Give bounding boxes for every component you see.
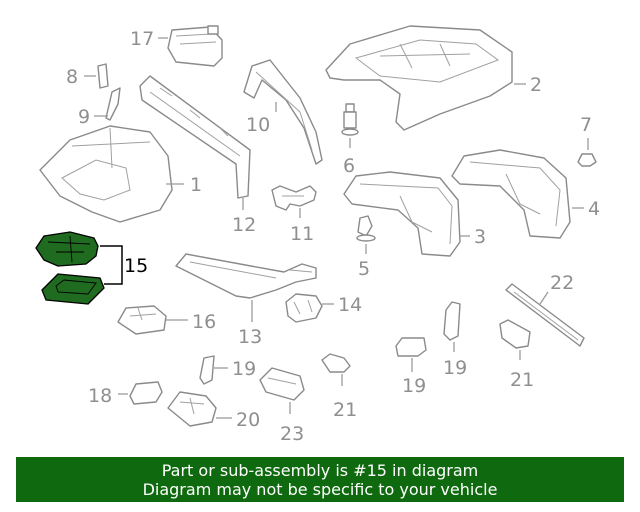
part-7[interactable] [577,153,597,167]
callout-9[interactable]: 9 [78,106,90,128]
part-19-right[interactable] [443,301,461,341]
part-13[interactable] [175,253,317,299]
callout-11[interactable]: 11 [290,223,314,245]
banner-line-1: Part or sub-assembly is #15 in diagram [161,461,479,480]
part-11[interactable] [271,185,317,211]
callout-16[interactable]: 16 [192,311,216,333]
part-17[interactable] [167,25,223,67]
callout-22[interactable]: 22 [550,272,574,294]
callout-6[interactable]: 6 [343,155,355,177]
callout-13[interactable]: 13 [238,326,262,348]
callout-12[interactable]: 12 [232,214,256,236]
callout-4[interactable]: 4 [588,198,600,220]
callout-18[interactable]: 18 [88,385,112,407]
part-9[interactable] [105,87,121,121]
leader-15 [100,245,123,285]
leader-22 [539,291,549,305]
part-15-lower[interactable] [41,273,105,305]
part-20[interactable] [167,391,217,427]
part-19-lamp[interactable] [395,337,427,357]
callout-14[interactable]: 14 [338,294,362,316]
part-6[interactable] [341,103,359,136]
callout-1[interactable]: 1 [190,174,202,196]
callout-2[interactable]: 2 [530,74,542,96]
part-4[interactable] [451,149,571,239]
part-1[interactable] [39,125,173,223]
info-banner: Part or sub-assembly is #15 in diagram D… [16,457,624,502]
callout-21-middle[interactable]: 21 [333,399,357,421]
part-10[interactable] [243,59,323,165]
part-22[interactable] [505,283,585,347]
callout-23[interactable]: 23 [280,423,304,445]
banner-line-2: Diagram may not be specific to your vehi… [142,480,498,499]
part-19-left[interactable] [199,355,215,385]
part-8[interactable] [97,63,109,89]
callout-3[interactable]: 3 [474,226,486,248]
part-18[interactable] [129,381,163,405]
part-21-right[interactable] [499,319,531,349]
callout-19-lamp[interactable]: 19 [402,375,426,397]
part-23[interactable] [259,367,305,401]
part-14[interactable] [285,293,323,323]
callout-20[interactable]: 20 [236,409,260,431]
exploded-parts-diagram: 17 8 9 1 12 10 2 6 [35,25,600,445]
part-12[interactable] [139,75,251,199]
callout-17[interactable]: 17 [130,28,154,50]
part-3[interactable] [343,171,461,257]
callout-7[interactable]: 7 [580,114,592,136]
part-16[interactable] [117,305,167,335]
callout-19-left[interactable]: 19 [232,358,256,380]
callout-5[interactable]: 5 [358,258,370,280]
part-2[interactable] [325,25,513,131]
callout-15[interactable]: 15 [124,255,148,277]
callout-8[interactable]: 8 [66,66,78,88]
part-15-upper[interactable] [35,231,99,267]
part-21-middle[interactable] [321,353,351,373]
callout-21-right[interactable]: 21 [510,369,534,391]
part-5[interactable] [356,215,376,242]
callout-10[interactable]: 10 [246,114,270,136]
callout-19-right[interactable]: 19 [443,357,467,379]
